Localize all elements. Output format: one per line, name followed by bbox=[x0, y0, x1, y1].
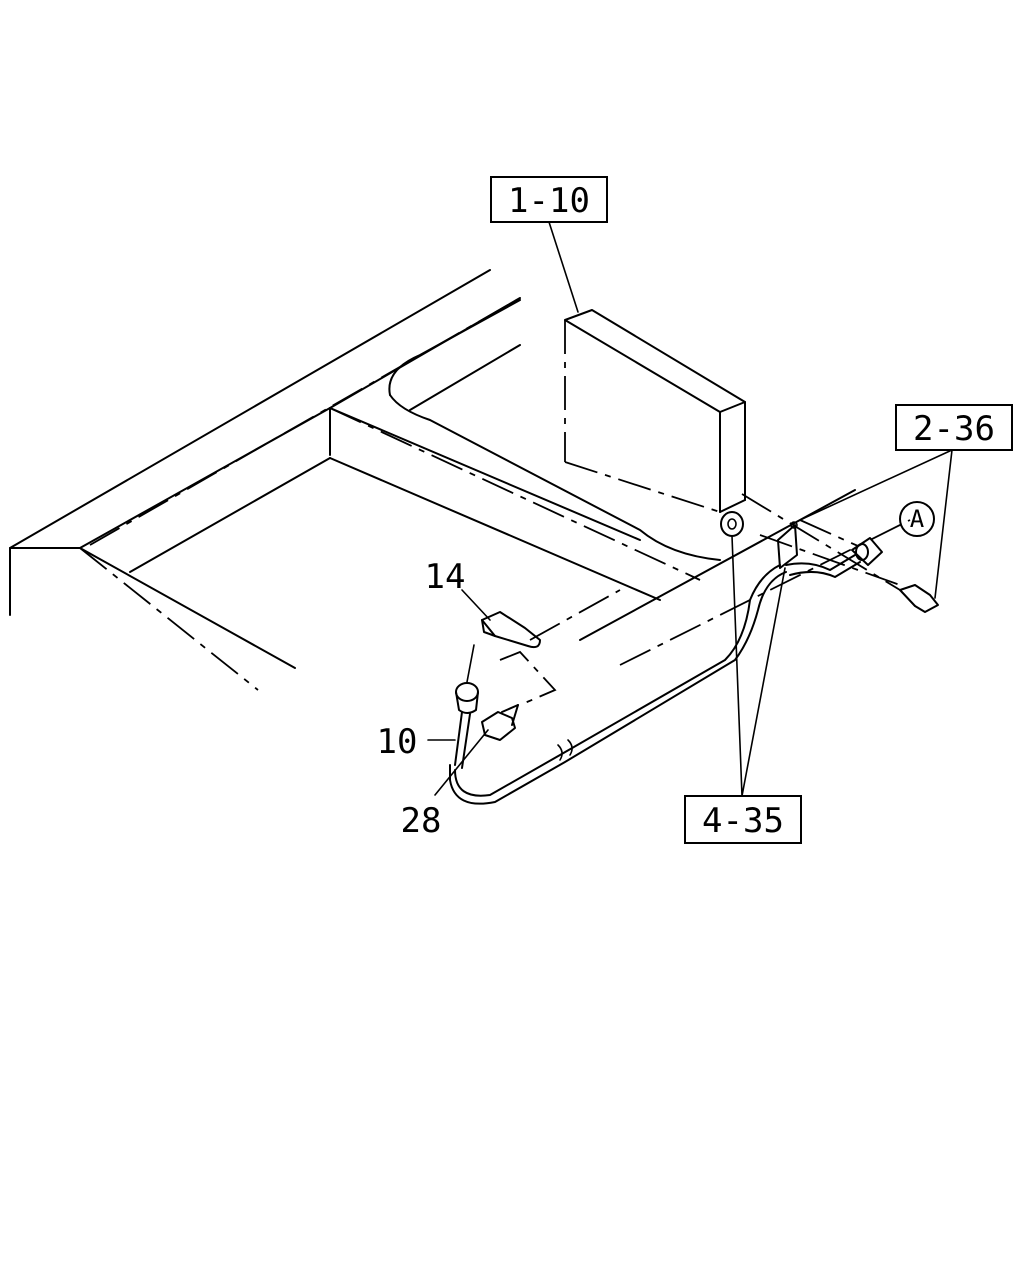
mounting-bracket bbox=[777, 521, 798, 569]
part-number-14: 14 bbox=[425, 557, 466, 597]
callout-1-10: 1-10 bbox=[490, 176, 608, 223]
callout-2-36: 2-36 bbox=[895, 404, 1013, 451]
callout-2-36-label: 2-36 bbox=[913, 409, 995, 449]
clip-14 bbox=[481, 611, 541, 649]
callout-1-10-label: 1-10 bbox=[508, 181, 590, 221]
part-number-28: 28 bbox=[401, 801, 442, 841]
wire-harness bbox=[449, 554, 861, 805]
chassis-frame bbox=[9, 269, 911, 691]
bolt-28 bbox=[481, 704, 519, 741]
grommet-10 bbox=[454, 682, 479, 769]
part-number-10: 10 bbox=[377, 722, 418, 762]
harness-connector bbox=[851, 537, 883, 566]
reference-circle-a: A bbox=[899, 501, 935, 537]
callout-4-35: 4-35 bbox=[684, 795, 802, 844]
box-connector bbox=[720, 511, 744, 537]
callout-4-35-label: 4-35 bbox=[702, 801, 784, 841]
controller-box bbox=[564, 309, 746, 513]
bolt-2-36 bbox=[899, 584, 939, 613]
assembly-lines bbox=[499, 493, 901, 706]
leader-lines bbox=[427, 221, 953, 797]
reference-circle-a-label: A bbox=[910, 505, 925, 533]
